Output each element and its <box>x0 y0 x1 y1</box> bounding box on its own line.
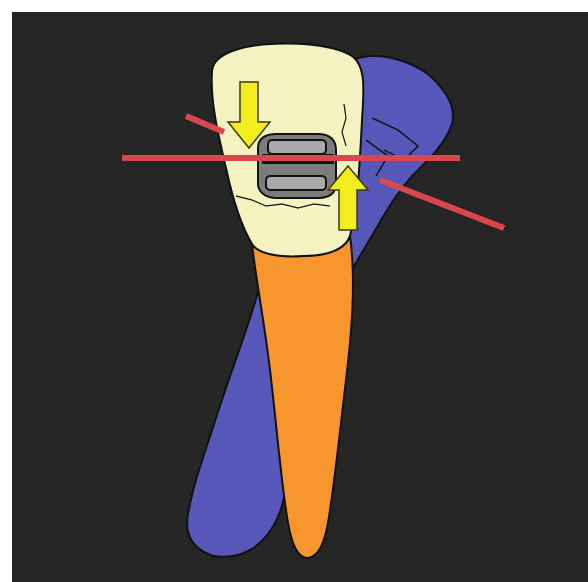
bracket-wing-bottom <box>266 176 326 190</box>
bracket-wing-top <box>268 140 326 154</box>
bracket <box>258 134 336 198</box>
